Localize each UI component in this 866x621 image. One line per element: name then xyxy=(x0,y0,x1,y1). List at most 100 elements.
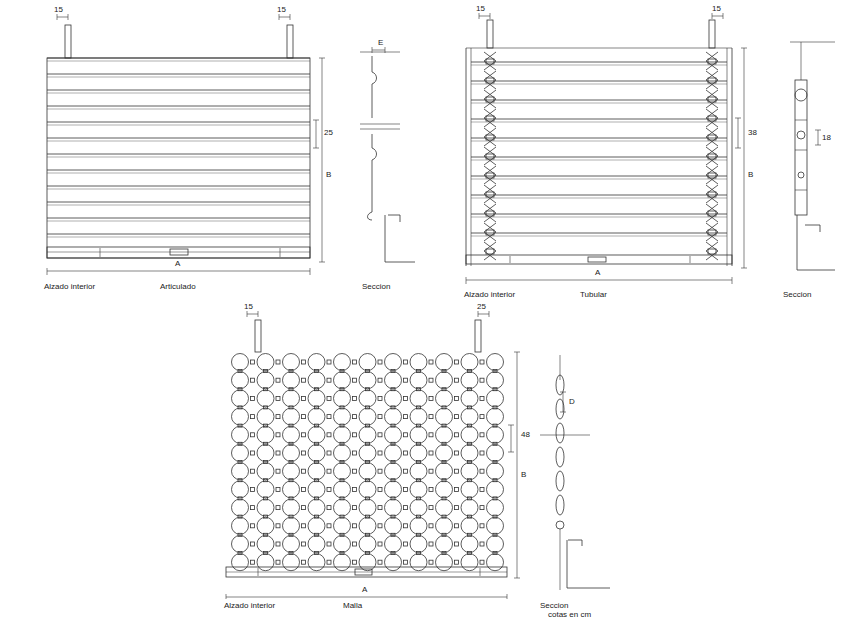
view-caption: Tubular xyxy=(580,290,607,299)
chain-link xyxy=(706,223,718,241)
mesh-link xyxy=(353,415,357,419)
mesh-ring xyxy=(487,481,504,498)
chain-link xyxy=(706,166,718,184)
mesh-ring xyxy=(385,554,402,571)
dimension-tick xyxy=(385,47,386,53)
link-block xyxy=(708,97,716,102)
mesh-ring xyxy=(385,499,402,516)
mesh-ring xyxy=(283,499,300,516)
mesh-ring xyxy=(308,536,325,553)
mesh-ring xyxy=(436,390,453,407)
mesh-link xyxy=(378,378,382,382)
mesh-link xyxy=(276,524,280,528)
tube-line xyxy=(471,214,727,215)
mesh-ring xyxy=(334,499,351,516)
dimension-tick xyxy=(815,145,821,146)
mesh-ring xyxy=(385,372,402,389)
mesh-ring xyxy=(461,499,478,516)
mesh-ring xyxy=(283,463,300,480)
dimension-label: 15 xyxy=(244,302,253,311)
tube-line xyxy=(471,103,727,104)
mesh-link xyxy=(302,378,306,382)
mesh-link xyxy=(251,378,255,382)
hook xyxy=(795,89,807,101)
dimension-tick xyxy=(723,13,724,19)
chain-link xyxy=(706,109,718,127)
mesh-ring xyxy=(232,536,249,553)
mesh-link xyxy=(378,524,382,528)
dimension-line xyxy=(744,48,745,268)
handle xyxy=(355,569,372,575)
side-guide xyxy=(732,48,733,266)
chain-link xyxy=(484,242,496,260)
tube-line xyxy=(471,122,727,123)
mesh-ring xyxy=(359,517,376,534)
mesh-ring xyxy=(359,354,376,371)
mesh-ring xyxy=(257,354,274,371)
mesh-ring xyxy=(359,426,376,443)
dimension-tick xyxy=(47,268,48,275)
link-block xyxy=(708,211,716,216)
hanging-post xyxy=(255,320,261,352)
chain-link xyxy=(484,185,496,203)
mesh-link xyxy=(327,542,331,546)
mesh-ring xyxy=(232,463,249,480)
mesh-ring xyxy=(410,426,427,443)
view-caption: Alzado interior xyxy=(464,290,515,299)
hook xyxy=(556,521,564,529)
mesh-link xyxy=(302,360,306,364)
guide-rail xyxy=(567,540,610,588)
bar-tick xyxy=(280,248,281,257)
hanger-line xyxy=(801,42,802,80)
mesh-link xyxy=(251,524,255,528)
mesh-ring xyxy=(232,390,249,407)
mesh-link xyxy=(429,396,433,400)
dimension-tick xyxy=(57,14,58,20)
break-mark xyxy=(360,124,400,125)
mesh-link xyxy=(378,360,382,364)
mesh-link xyxy=(455,415,459,419)
mesh-link xyxy=(302,469,306,473)
mesh-link xyxy=(302,451,306,455)
mesh-link xyxy=(251,451,255,455)
dimension-tick xyxy=(68,14,69,20)
mesh-ring xyxy=(283,390,300,407)
mesh-link xyxy=(429,560,433,564)
mesh-ring xyxy=(410,354,427,371)
mesh-ring xyxy=(308,463,325,480)
mesh-link xyxy=(302,415,306,419)
guide-bracket xyxy=(568,540,582,546)
dimension-line xyxy=(57,17,68,18)
mesh-ring xyxy=(334,372,351,389)
mesh-ring xyxy=(359,536,376,553)
mesh-ring xyxy=(334,354,351,371)
mesh-ring xyxy=(487,372,504,389)
chain-link xyxy=(556,423,564,443)
slat-line xyxy=(47,61,310,62)
dimension-tick xyxy=(508,425,514,426)
dimension-tick xyxy=(478,311,479,317)
dimension-label: 25 xyxy=(477,302,486,311)
mesh-ring xyxy=(308,354,325,371)
link-block xyxy=(486,211,494,216)
mesh-ring xyxy=(410,517,427,534)
hanging-post xyxy=(709,20,715,48)
hanging-post xyxy=(65,25,71,58)
hanger-line xyxy=(560,529,561,590)
mesh-ring xyxy=(283,517,300,534)
mesh-ring xyxy=(308,554,325,571)
link-block xyxy=(486,97,494,102)
dimension-tick xyxy=(258,311,259,317)
view-caption: Malla xyxy=(343,601,362,610)
mesh-ring xyxy=(436,408,453,425)
slat-line xyxy=(47,109,310,110)
mesh-link xyxy=(404,487,408,491)
mesh-ring xyxy=(487,390,504,407)
chain-link xyxy=(706,147,718,165)
mesh-ring xyxy=(308,408,325,425)
mesh-ring xyxy=(359,408,376,425)
mesh-link xyxy=(353,451,357,455)
tube-line xyxy=(471,84,727,85)
